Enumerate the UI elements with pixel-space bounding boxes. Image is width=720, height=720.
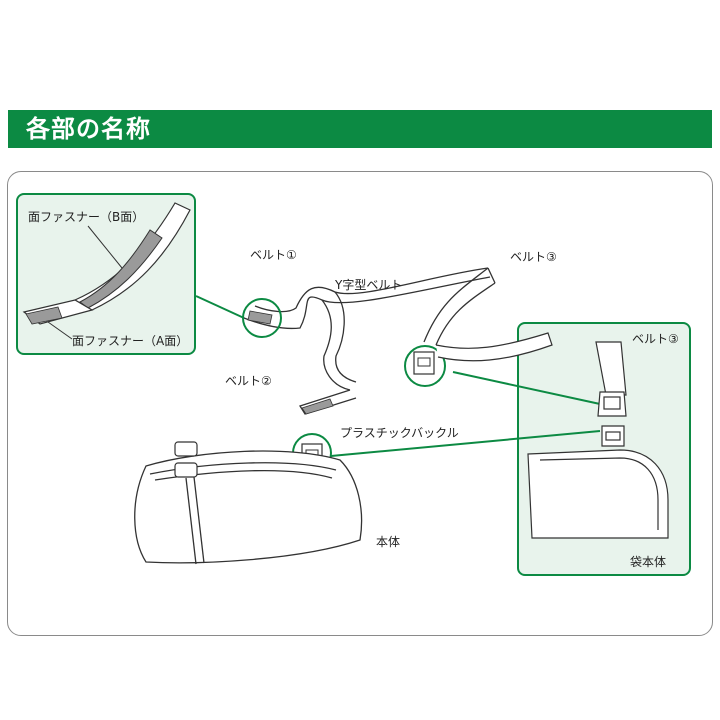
leader-line-buckle (330, 430, 601, 457)
label-fastener-b: 面ファスナー（B面） (28, 210, 145, 224)
label-body: 本体 (376, 535, 401, 549)
label-y-belt: Y字型ベルト (335, 278, 403, 292)
diagram-frame (7, 171, 713, 636)
sling-body-illustration (134, 450, 363, 565)
y-belt-illustration (243, 267, 496, 415)
label-belt1: ベルト① (250, 248, 297, 262)
label-fastener-a: 面ファスナー（A面） (72, 334, 189, 348)
leader-fastener-b (87, 225, 123, 269)
leader-line-belt3 (452, 371, 601, 405)
leader-fastener-a (47, 321, 73, 340)
fastener-strap-illustration (22, 202, 191, 325)
buckle-detail-illustration (527, 341, 669, 539)
belt3-strap (435, 332, 553, 362)
leader-line-fastener (195, 295, 245, 319)
section-header: 各部の名称 (8, 110, 712, 148)
label-belt3-detail: ベルト③ (632, 332, 679, 346)
label-belt2: ベルト② (225, 374, 272, 388)
label-belt3: ベルト③ (510, 250, 557, 264)
section-title: 各部の名称 (26, 115, 151, 143)
magnifier-fastener (242, 298, 282, 338)
label-buckle: プラスチックバックル (340, 426, 459, 440)
label-bag-body: 袋本体 (630, 555, 667, 569)
